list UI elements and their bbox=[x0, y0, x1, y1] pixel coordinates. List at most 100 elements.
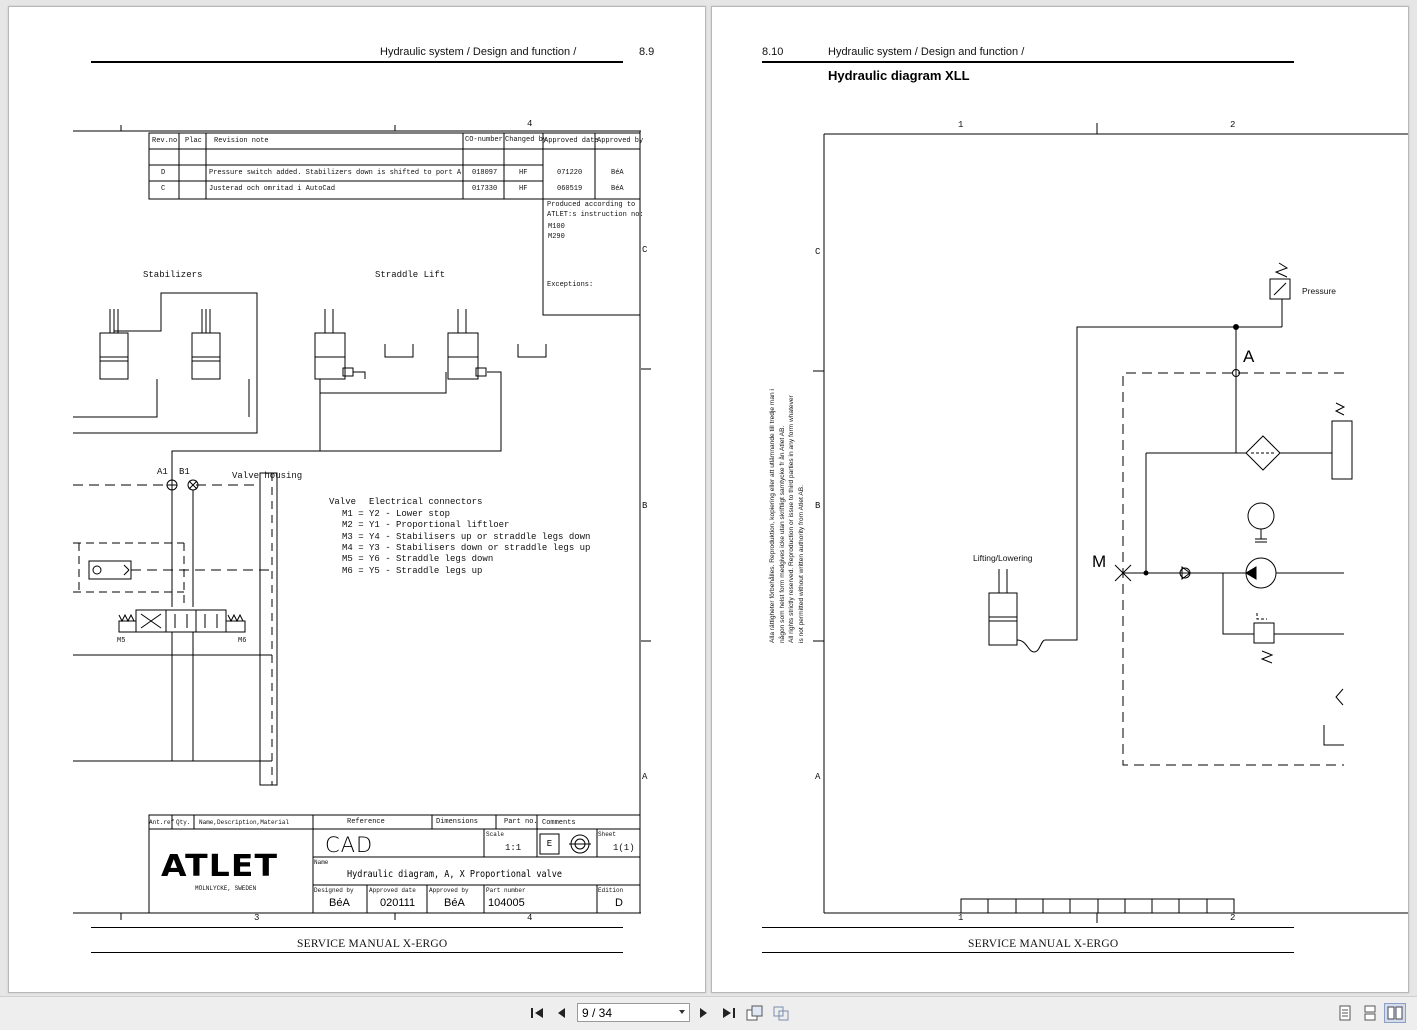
rev-row-d-approved: BéA bbox=[611, 169, 624, 177]
single-page-view-button[interactable] bbox=[1334, 1003, 1356, 1023]
produced-note-4: M290 bbox=[548, 233, 565, 241]
page-number-value: 9 / 34 bbox=[582, 1005, 613, 1020]
rev-header-note: Revision note bbox=[214, 137, 269, 145]
rotate-button[interactable] bbox=[744, 1003, 766, 1023]
m5-label: M5 bbox=[117, 637, 126, 645]
left-footer: SERVICE MANUAL X-ERGO bbox=[297, 938, 448, 950]
copyright-notice: Alla rättigheter förbehålles. Reprodukti… bbox=[768, 363, 806, 643]
page-number-select[interactable]: 9 / 34 bbox=[577, 1003, 690, 1022]
stabilizers-label: Stabilizers bbox=[143, 270, 203, 280]
tb-header-partno: Part no. bbox=[504, 818, 538, 826]
right-header-rule bbox=[762, 61, 1294, 63]
rev-header-approved-date: Approved date bbox=[544, 137, 599, 145]
straddle-lift-label: Straddle Lift bbox=[375, 270, 446, 280]
rev-row-d-note: Pressure switch added. Stabilizers down … bbox=[209, 169, 462, 177]
right-footer-rule-bottom bbox=[762, 952, 1294, 953]
right-zone-a: A bbox=[815, 772, 821, 782]
edition-label: Edition bbox=[598, 887, 624, 894]
legend-line: M6 = Y5 - Straddle legs up bbox=[342, 566, 483, 576]
viewer-toolbar: 9 / 34 bbox=[0, 996, 1417, 1030]
pressure-label: Pressure bbox=[1302, 286, 1337, 296]
legend-line: M4 = Y3 - Stabilisers down or straddle l… bbox=[342, 543, 591, 553]
two-page-icon bbox=[1387, 1006, 1403, 1020]
tb-header-dimensions: Dimensions bbox=[436, 818, 479, 826]
tb-header-reference: Reference bbox=[347, 818, 385, 826]
legend-line: M5 = Y6 - Straddle legs down bbox=[342, 554, 494, 564]
left-header-title: Hydraulic system / Design and function / bbox=[380, 46, 577, 58]
zone-bottom-4: 4 bbox=[527, 913, 533, 923]
lifting-lowering-label: Lifting/Lowering bbox=[973, 553, 1033, 563]
last-page-button[interactable] bbox=[718, 1003, 740, 1023]
legend-line: M3 = Y4 - Stabilisers up or straddle leg… bbox=[342, 532, 591, 542]
single-page-icon bbox=[1339, 1005, 1351, 1021]
rev-header-changed: Changed by bbox=[505, 136, 548, 144]
part-number-value: 104005 bbox=[488, 897, 525, 909]
rev-row-d-date: 071220 bbox=[557, 169, 583, 177]
next-page-icon bbox=[700, 1008, 707, 1018]
copyright-line: Alla rättigheter förbehålles. Reprodukti… bbox=[769, 389, 776, 643]
port-b1-label: B1 bbox=[179, 467, 190, 477]
tb-header-qty: Qty. bbox=[176, 819, 191, 826]
exceptions-label: Exceptions: bbox=[547, 281, 594, 289]
previous-page-icon bbox=[558, 1008, 565, 1018]
previous-page-button[interactable] bbox=[550, 1003, 572, 1023]
rev-row-c-note: Justerad och omritad i AutoCad bbox=[209, 185, 336, 193]
copyright-line: All rights strictly reserved. Reproducti… bbox=[788, 395, 795, 643]
zone-top-4: 4 bbox=[527, 119, 533, 129]
two-page-view-button[interactable] bbox=[1384, 1003, 1406, 1023]
produced-note-3: M100 bbox=[548, 223, 565, 231]
copyright-line: någon som helst form medgives icke utan … bbox=[778, 425, 786, 643]
diagram-title: Hydraulic diagram XLL bbox=[828, 68, 970, 83]
chevron-down-icon bbox=[679, 1010, 685, 1014]
drawing-name: Hydraulic diagram, A, X Proportional val… bbox=[347, 869, 562, 880]
approved-by-value: BéA bbox=[444, 897, 465, 909]
rev-row-c-revno: C bbox=[161, 185, 166, 193]
tb-header-antref: Ant.ref bbox=[149, 819, 175, 826]
tb-header-name: Name,Description,Material bbox=[199, 819, 290, 826]
left-page: Hydraulic system / Design and function /… bbox=[8, 6, 706, 993]
right-header-title: Hydraulic system / Design and function / bbox=[828, 46, 1025, 58]
scale-label: Scale bbox=[486, 831, 505, 838]
left-drawing bbox=[73, 125, 651, 920]
m6-label: M6 bbox=[238, 637, 247, 645]
last-page-icon bbox=[723, 1008, 735, 1018]
right-zone-bottom-2: 2 bbox=[1230, 913, 1236, 923]
right-zone-col1: 1 bbox=[958, 120, 964, 130]
left-page-number: 8.9 bbox=[639, 46, 655, 58]
rev-row-c-changed: HF bbox=[519, 185, 528, 193]
valve-housing-label: Valve housing bbox=[232, 471, 303, 481]
zone-b: B bbox=[642, 501, 648, 511]
produced-note-2: ATLET:s instruction no: bbox=[547, 211, 644, 219]
approved-date-label: Approved date bbox=[369, 887, 416, 894]
rotate-icon bbox=[746, 1005, 763, 1021]
continuous-view-button[interactable] bbox=[1359, 1003, 1381, 1023]
next-page-button[interactable] bbox=[693, 1003, 715, 1023]
first-page-icon bbox=[531, 1008, 543, 1018]
legend-valve-heading: Valve bbox=[329, 497, 357, 507]
port-a-label: A bbox=[1243, 347, 1255, 366]
right-zone-b: B bbox=[815, 501, 821, 511]
designed-by-value: BéA bbox=[329, 897, 350, 909]
sheet-value: 1(1) bbox=[613, 843, 635, 853]
zone-c: C bbox=[642, 245, 648, 255]
approved-by-label: Approved by bbox=[429, 887, 469, 894]
rev-row-c-co: 017330 bbox=[472, 185, 498, 193]
right-zone-bottom-1: 1 bbox=[958, 913, 964, 923]
rev-header-approved-by: Approved by bbox=[597, 137, 644, 145]
cad-label: CAD bbox=[325, 833, 374, 857]
edition-value: D bbox=[615, 897, 623, 909]
designed-by-label: Designed by bbox=[314, 887, 354, 894]
name-label: Name bbox=[314, 859, 329, 866]
rev-row-d-changed: HF bbox=[519, 169, 528, 177]
right-footer-rule-top bbox=[762, 927, 1294, 928]
rev-header-revno: Rev.no bbox=[152, 137, 178, 145]
first-page-button[interactable] bbox=[526, 1003, 548, 1023]
rev-header-co: CO-number bbox=[465, 136, 503, 144]
legend-connectors-heading: Electrical connectors bbox=[369, 497, 483, 507]
fit-button[interactable] bbox=[770, 1003, 792, 1023]
scale-value: 1:1 bbox=[505, 843, 522, 853]
continuous-icon bbox=[1364, 1005, 1376, 1021]
sheet-label: Sheet bbox=[598, 831, 617, 838]
rev-row-d-co: 018097 bbox=[472, 169, 498, 177]
zone-a: A bbox=[642, 772, 648, 782]
